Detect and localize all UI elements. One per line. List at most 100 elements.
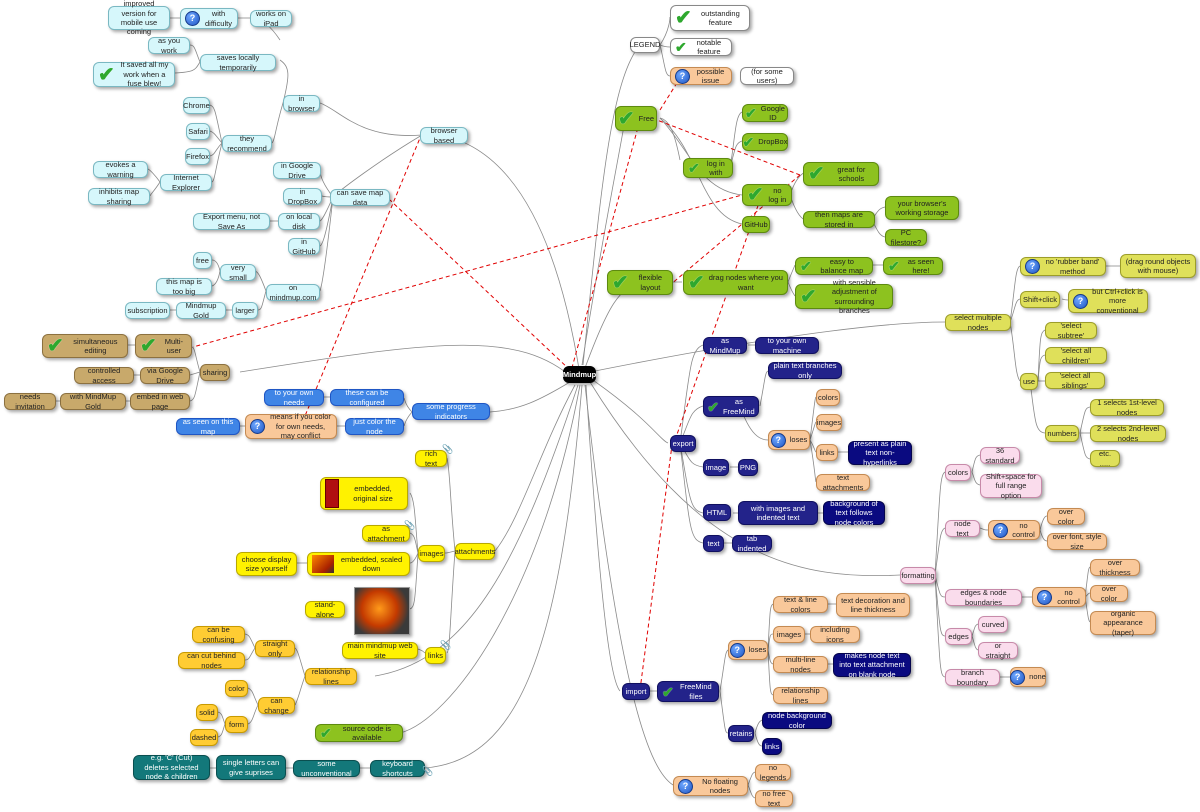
means-if-color-node[interactable]: ?means if you color for own needs, may c… <box>245 412 337 440</box>
embedded-original-node[interactable]: embedded, original size <box>320 477 408 510</box>
drag-round-node[interactable]: (drag round objects with mouse) <box>1120 254 1196 278</box>
import-makes-node-text[interactable]: makes node text into text attachment on … <box>833 651 911 679</box>
eg-cut-node[interactable]: e.g. 'C' (Cut) deletes selected node & c… <box>133 753 210 781</box>
legend-for-some-users[interactable]: (for some users) <box>740 67 794 85</box>
keyboard-shortcuts-node[interactable]: keyboard shortcuts <box>370 759 425 778</box>
as-attachment-node[interactable]: as attachment <box>362 524 410 543</box>
formatting-36-standard[interactable]: 36 standard <box>980 446 1020 465</box>
safari-node[interactable]: Safari <box>186 123 210 140</box>
they-recommend-node[interactable]: they recommend <box>222 134 272 153</box>
as-seen-on-map-node[interactable]: as seen on this map <box>176 417 240 436</box>
in-google-drive-node[interactable]: in Google Drive <box>273 161 321 180</box>
formatting-edges-boundaries[interactable]: edges & node boundaries <box>945 588 1022 607</box>
in-browser-node[interactable]: in browser <box>283 94 320 113</box>
dashed-node[interactable]: dashed <box>190 729 218 746</box>
very-small-node[interactable]: very small <box>220 263 256 282</box>
import-images[interactable]: images <box>773 626 805 643</box>
improved-mobile-node[interactable]: improved version for mobile use coming <box>108 0 170 36</box>
can-be-confusing-node[interactable]: can be confusing <box>192 625 245 644</box>
needs-invitation-node[interactable]: needs invitation <box>4 392 56 411</box>
embed-web-page-node[interactable]: embed in web page <box>130 392 190 411</box>
with-difficulty-node[interactable]: ?with difficulty <box>180 8 238 29</box>
solid-node[interactable]: solid <box>196 704 218 721</box>
sharing-node[interactable]: sharing <box>200 364 230 381</box>
formatting-over-font[interactable]: over font, style size <box>1047 532 1107 551</box>
export-node[interactable]: export <box>670 435 696 452</box>
numbers-node[interactable]: numbers <box>1045 425 1079 442</box>
legend-outstanding[interactable]: ✔outstanding feature <box>670 5 750 31</box>
select-siblings-node[interactable]: 'select all siblings' <box>1045 371 1105 390</box>
in-dropbox-node[interactable]: in DropBox <box>283 187 322 206</box>
can-change-node[interactable]: can change <box>258 696 295 715</box>
export-loses[interactable]: ?loses <box>768 430 810 450</box>
works-on-ipad-node[interactable]: works on iPad <box>250 9 292 28</box>
import-no-legends[interactable]: no legends <box>755 763 791 782</box>
import-no-free-text[interactable]: no free text <box>755 789 793 808</box>
import-including-icons[interactable]: including icons <box>810 625 860 644</box>
via-google-drive-node[interactable]: via Google Drive <box>140 366 190 385</box>
larger-node[interactable]: larger <box>232 302 258 319</box>
formatting-organic[interactable]: organic appearance (taper) <box>1090 609 1156 637</box>
progress-indicators-node[interactable]: some progress indicators <box>412 402 490 421</box>
browser-storage-node[interactable]: your browser's working storage <box>885 196 959 220</box>
export-as-mindmup[interactable]: as MindMup <box>703 336 747 355</box>
import-retains[interactable]: retains <box>728 725 754 742</box>
color-node[interactable]: color <box>225 680 248 697</box>
evokes-warning-node[interactable]: evokes a warning <box>93 160 148 179</box>
inhibits-sharing-node[interactable]: inhibits map sharing <box>88 187 150 206</box>
select-multiple-node[interactable]: select multiple nodes <box>945 313 1011 332</box>
export-text-attach[interactable]: text attachments <box>816 473 870 492</box>
root-node[interactable]: Mindmup <box>563 366 596 383</box>
as-you-work-node[interactable]: as you work <box>148 36 190 55</box>
formatting-colors[interactable]: colors <box>945 464 971 481</box>
single-letters-node[interactable]: single letters can give suprises <box>216 755 286 780</box>
use-node[interactable]: use <box>1020 373 1038 390</box>
legend-node[interactable]: LEGEND <box>630 37 660 53</box>
export-with-images[interactable]: with images and indented text <box>738 501 818 525</box>
export-links[interactable]: links <box>816 444 838 461</box>
export-menu-node[interactable]: Export menu, not Save As <box>193 212 270 231</box>
main-site-node[interactable]: main mindmup web site <box>342 641 418 660</box>
flexible-layout-node[interactable]: ✔flexible layout <box>607 270 673 295</box>
dropbox-node[interactable]: ✔DropBox <box>742 133 788 151</box>
drag-nodes-node[interactable]: ✔drag nodes where you want <box>683 270 788 295</box>
stand-alone-node[interactable]: stand-alone <box>305 600 345 619</box>
numbers-1-node[interactable]: 1 selects 1st-level nodes <box>1090 398 1164 417</box>
export-plain-branches[interactable]: plain text branches only <box>768 361 842 380</box>
as-seen-here-node[interactable]: ✔as seen here! <box>883 257 943 275</box>
unconventional-node[interactable]: some unconventional <box>293 759 360 778</box>
mindmup-gold-node[interactable]: Mindmup Gold <box>176 301 226 320</box>
multi-user-node[interactable]: ✔Multi-user <box>135 334 192 358</box>
formatting-no-control-2[interactable]: ?no control <box>1032 587 1086 607</box>
import-text-decoration[interactable]: text decoration and line thickness <box>836 593 910 617</box>
formatting-straight[interactable]: or straight <box>978 641 1018 660</box>
numbers-2-node[interactable]: 2 selects 2nd-level nodes <box>1090 424 1166 443</box>
controlled-access-node[interactable]: controlled access <box>74 366 134 385</box>
formatting-over-color-2[interactable]: over color <box>1090 584 1128 603</box>
export-image[interactable]: image <box>703 459 729 476</box>
import-node-bg-color[interactable]: node background color <box>762 711 832 730</box>
map-too-big-node[interactable]: this map is too big <box>156 277 212 296</box>
export-as-freemind[interactable]: ✔as FreeMind <box>703 396 759 417</box>
simultaneous-editing-node[interactable]: ✔simultaneous editing <box>42 334 128 358</box>
choose-display-node[interactable]: choose display size yourself <box>236 552 297 576</box>
export-png[interactable]: PNG <box>738 459 758 476</box>
with-mindmup-gold-node[interactable]: with MindMup Gold <box>60 392 126 411</box>
export-present-plain[interactable]: present as plain text non-hyperlinks <box>848 439 912 467</box>
export-text[interactable]: text <box>703 535 724 552</box>
in-github-node[interactable]: in GitHub <box>288 237 320 256</box>
free-storage-node[interactable]: free <box>193 252 212 269</box>
can-be-configured-node[interactable]: these can be configured <box>330 388 404 407</box>
formatting-node-text[interactable]: node text <box>945 519 980 538</box>
maps-stored-node[interactable]: then maps are stored in <box>803 210 875 229</box>
export-bg-text[interactable]: background of text follows node colors <box>823 499 885 527</box>
export-html[interactable]: HTML <box>703 504 731 521</box>
log-in-with-node[interactable]: ✔log in with <box>683 158 733 178</box>
chrome-node[interactable]: Chrome <box>183 97 210 114</box>
export-colors[interactable]: colors <box>816 389 840 406</box>
import-relationship-lines[interactable]: relationship lines <box>773 686 828 705</box>
numbers-etc-node[interactable]: etc. ..... <box>1090 449 1120 468</box>
can-cut-node[interactable]: can cut behind nodes <box>178 651 245 670</box>
great-for-schools-node[interactable]: ✔great for schools <box>803 162 879 186</box>
firefox-node[interactable]: Firefox <box>185 148 210 165</box>
